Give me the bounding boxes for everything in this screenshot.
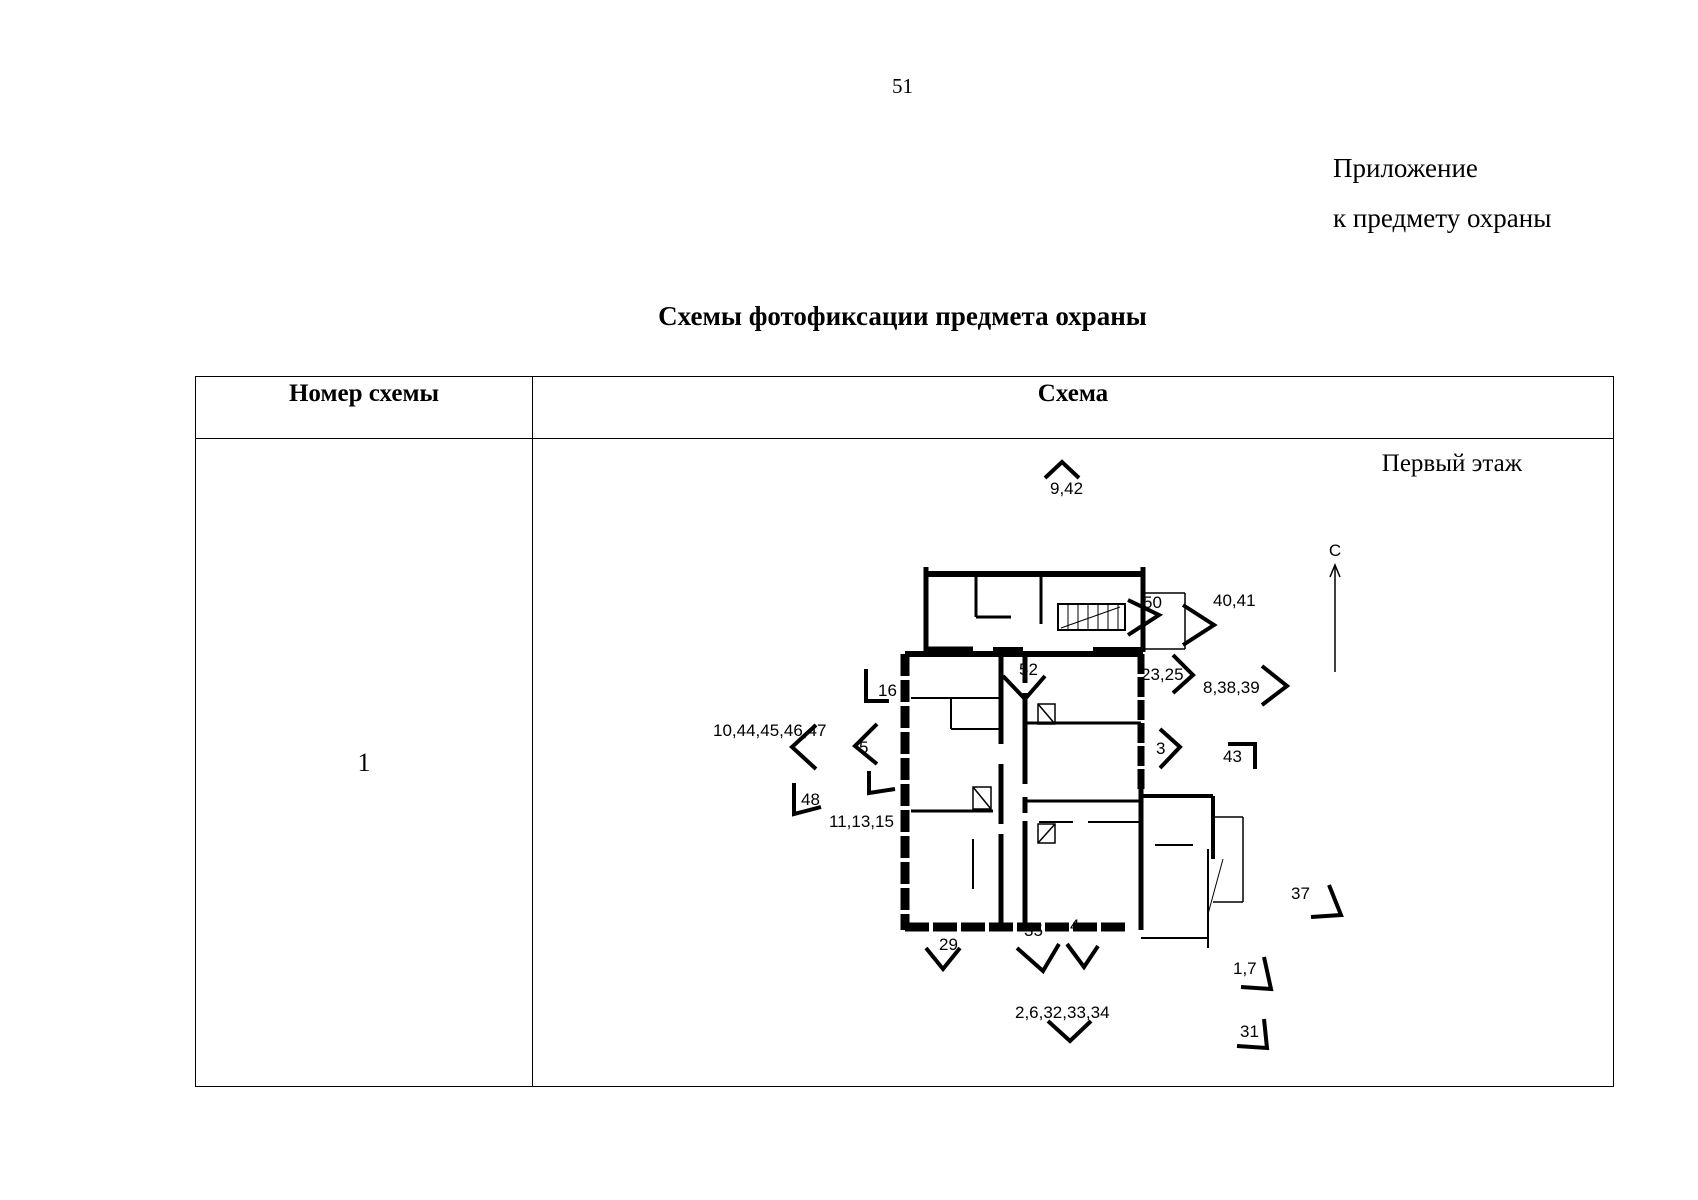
- north-label: С: [1329, 541, 1341, 560]
- marker-4-chevron: [1065, 942, 1100, 971]
- marker-5-chevron: [852, 722, 879, 766]
- marker-40-41-chevron: [1181, 603, 1218, 647]
- marker-11-13-15-chevron: [867, 771, 896, 796]
- marker-9-42-chevron: [1043, 459, 1081, 480]
- marker-37-chevron: [1310, 884, 1344, 919]
- marker-label: 50: [1143, 593, 1162, 612]
- appendix-line-2: к предмету охраны: [1333, 203, 1552, 233]
- north-arrow-icon: [1329, 563, 1341, 672]
- marker-1-7-chevron: [1240, 956, 1274, 992]
- marker-label: 40,41: [1213, 591, 1256, 610]
- page-number: 51: [892, 74, 913, 98]
- marker-label: 48: [801, 790, 820, 809]
- header-scheme-number: Номер схемы: [195, 376, 533, 439]
- marker-label: 23,25: [1141, 665, 1184, 684]
- marker-2-6-32-33-34-chevron: [1046, 1019, 1093, 1044]
- marker-31-chevron: [1236, 1018, 1270, 1051]
- stair-icons: [972, 703, 1056, 844]
- scheme-number: 1: [195, 438, 533, 1087]
- marker-label: 8,38,39: [1203, 678, 1260, 697]
- appendix-label: Приложение к предмету охраны: [1333, 143, 1551, 243]
- marker-label: 2,6,32,33,34: [1015, 1003, 1110, 1022]
- marker-23-25-chevron: [1171, 653, 1196, 695]
- header-scheme: Схема: [532, 376, 1614, 439]
- east-annex-walls: [1141, 794, 1244, 948]
- marker-label: 29: [939, 935, 958, 954]
- table-header-row: Номер схемы Схема: [195, 376, 1614, 439]
- marker-label: 43: [1223, 747, 1242, 766]
- marker-label: 9,42: [1050, 479, 1083, 498]
- marker-label: 31: [1240, 1022, 1259, 1041]
- scheme-drawing-cell: Первый этаж С: [532, 438, 1614, 1087]
- marker-10-44-45-46-47-chevron: [789, 723, 818, 771]
- marker-label: 3: [1156, 739, 1165, 758]
- marker-label: 10,44,45,46,47: [713, 721, 826, 740]
- north-annex-walls: [923, 567, 1186, 652]
- marker-3-chevron: [1158, 727, 1183, 770]
- marker-43-chevron: [1228, 742, 1257, 769]
- marker-52-chevron: [1001, 674, 1047, 702]
- marker-35-chevron: [1015, 942, 1061, 975]
- marker-29-chevron: [924, 946, 962, 973]
- marker-8-38-39-chevron: [1260, 664, 1291, 707]
- marker-label: 52: [1019, 660, 1038, 679]
- marker-50-chevron: [1126, 598, 1164, 637]
- document-title: Схемы фотофиксации предмета охраны: [658, 301, 1147, 331]
- marker-label: 16: [878, 681, 897, 700]
- table-row: 1 Первый этаж С: [195, 438, 1614, 1087]
- floor-label: Первый этаж: [1381, 450, 1522, 477]
- schemes-table: Номер схемы Схема 1 Первый этаж С: [195, 376, 1614, 1087]
- floor-plan-diagram: С: [713, 459, 1344, 1051]
- photo-marker-labels: 9,42 50 40,41 52 23,25 8,38,39 16 10,44,…: [713, 479, 1310, 1041]
- annex-stair-icon: [1067, 604, 1119, 630]
- marker-label: 35: [1024, 921, 1043, 940]
- appendix-line-1: Приложение: [1333, 153, 1478, 183]
- marker-label: 4: [1070, 916, 1079, 935]
- marker-label: 37: [1291, 884, 1310, 903]
- marker-label: 5: [859, 738, 868, 757]
- marker-16-chevron: [864, 669, 889, 703]
- marker-label: 1,7: [1233, 959, 1257, 978]
- marker-label: 11,13,15: [829, 812, 894, 831]
- marker-48-chevron: [792, 783, 822, 817]
- photo-markers: [789, 459, 1344, 1051]
- main-building-walls: [900, 651, 1145, 932]
